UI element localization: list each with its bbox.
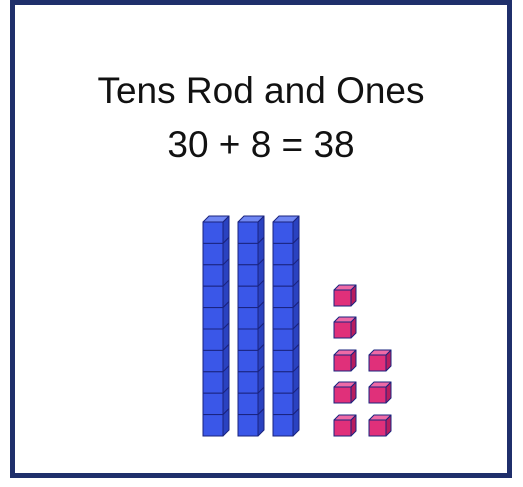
- ones-cube: [334, 415, 356, 436]
- tens-rods-group: [203, 216, 299, 436]
- tens-rod-cube: [273, 216, 299, 243]
- ones-cube: [369, 415, 391, 436]
- ones-cube: [369, 382, 391, 403]
- tens-rod: [203, 216, 229, 436]
- tens-rod-cube: [238, 216, 264, 243]
- ones-cube: [334, 382, 356, 403]
- tens-rod: [238, 216, 264, 436]
- ones-cubes-group: [334, 285, 391, 436]
- ones-cube: [334, 285, 356, 306]
- ones-cube: [334, 350, 356, 371]
- tens-rod-cube: [203, 216, 229, 243]
- ones-cube: [334, 317, 356, 338]
- ones-cube: [369, 350, 391, 371]
- tens-rod: [273, 216, 299, 436]
